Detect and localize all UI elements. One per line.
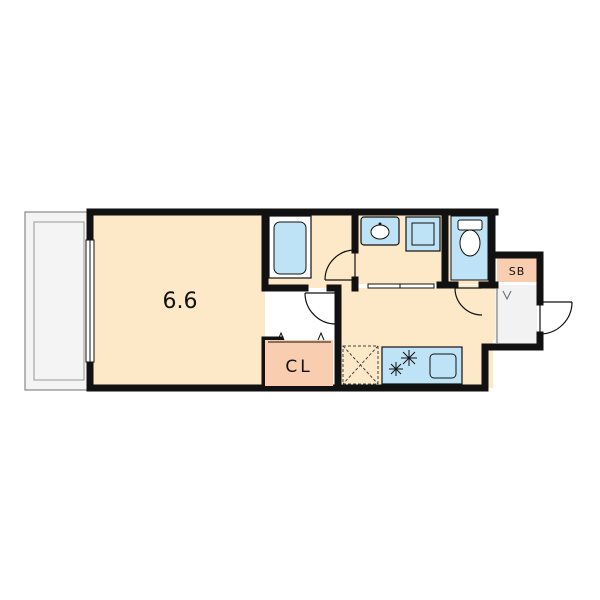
fridge-space-icon: [342, 345, 379, 385]
closet: [265, 331, 333, 386]
washroom-sliding-door[interactable]: [367, 283, 435, 289]
bathtub-icon: [268, 215, 312, 279]
entrance-floor: [495, 285, 537, 345]
stove-icon: [389, 350, 417, 376]
shoe-box-label: SB: [509, 265, 526, 278]
toilet-door[interactable]: [454, 287, 483, 316]
shoe-box: [497, 258, 537, 282]
sink-icon: [360, 216, 400, 246]
balcony: [24, 211, 91, 391]
balcony-window: [85, 239, 95, 363]
room-door[interactable]: [304, 292, 337, 325]
toilet-icon: [450, 215, 489, 281]
bathroom-door[interactable]: [324, 249, 356, 281]
closet-label: CL: [285, 357, 312, 377]
kitchen-sink-icon: [429, 353, 457, 379]
entrance-door[interactable]: [539, 301, 573, 335]
walls: [86, 208, 544, 392]
main-room-size-label: 6.6: [163, 289, 198, 314]
entrance-step: [496, 288, 512, 343]
corridor-floor-2: [440, 285, 495, 340]
washer-icon: [405, 216, 441, 252]
main-room-floor: [90, 212, 265, 388]
